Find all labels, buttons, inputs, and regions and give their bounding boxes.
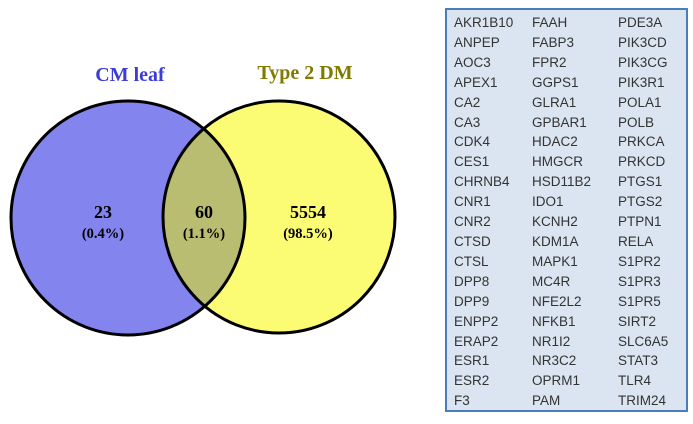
gene-item: PRKCA xyxy=(618,134,665,150)
gene-item: PRKCD xyxy=(618,154,666,170)
gene-item: FABP3 xyxy=(532,34,575,50)
gene-item: CES1 xyxy=(454,154,490,170)
gene-item: IDO1 xyxy=(532,194,564,210)
overlap-count: 60 xyxy=(195,202,213,222)
right-set-label: Type 2 DM xyxy=(257,62,352,84)
gene-item: SIRT2 xyxy=(618,313,657,329)
gene-item: PIK3R1 xyxy=(618,74,665,90)
overlap-percentage: (1.1%) xyxy=(183,226,225,242)
gene-item: GLRA1 xyxy=(532,94,577,110)
gene-item: NR3C2 xyxy=(532,353,577,369)
gene-item: DPP9 xyxy=(454,293,490,309)
gene-item: CA3 xyxy=(454,114,481,130)
gene-item: FAAH xyxy=(532,15,568,30)
gene-item: OPRM1 xyxy=(532,373,581,389)
gene-item: FPR2 xyxy=(532,54,567,70)
gene-item: TLR4 xyxy=(618,373,652,389)
gene-item: STAT3 xyxy=(618,353,659,369)
gene-item: GPBAR1 xyxy=(532,114,587,130)
gene-item: MAPK1 xyxy=(532,253,578,269)
gene-item: POLA1 xyxy=(618,94,662,110)
gene-item: APEX1 xyxy=(454,74,498,90)
gene-item: ENPP2 xyxy=(454,313,499,329)
gene-item: CHRNB4 xyxy=(454,174,510,190)
gene-item: HSD11B2 xyxy=(532,174,592,190)
gene-item: CNR2 xyxy=(454,214,491,230)
venn-diagram: CM leaf Type 2 DM 23 (0.4%) 60 (1.1%) 55… xyxy=(9,62,397,337)
gene-item: KDM1A xyxy=(532,233,579,249)
gene-item: S1PR3 xyxy=(618,273,661,289)
gene-item: RELA xyxy=(618,233,654,249)
gene-item: DPP8 xyxy=(454,273,490,289)
left-percentage: (0.4%) xyxy=(82,226,124,242)
gene-item: NFKB1 xyxy=(532,313,576,329)
gene-item: PDE3A xyxy=(618,15,663,30)
gene-item: TRIM24 xyxy=(618,393,667,409)
gene-item: AKR1B10 xyxy=(454,15,514,30)
gene-item: CNR1 xyxy=(454,194,491,210)
left-set-label: CM leaf xyxy=(95,64,165,86)
venn-left-outline xyxy=(9,99,247,337)
gene-item: PIK3CG xyxy=(618,54,668,70)
gene-item: ESR1 xyxy=(454,353,490,369)
gene-item: ESR2 xyxy=(454,373,490,389)
gene-item: NR1I2 xyxy=(532,333,571,349)
venn-overlap-region xyxy=(163,101,245,333)
gene-item: PTPN1 xyxy=(618,214,662,230)
gene-item: HMGCR xyxy=(532,154,583,170)
gene-item: PAM xyxy=(532,393,561,409)
left-count: 23 xyxy=(94,202,112,222)
gene-item: PTGS1 xyxy=(618,174,663,190)
right-count: 5554 xyxy=(290,202,326,222)
gene-item: GGPS1 xyxy=(532,74,579,90)
gene-item: NFE2L2 xyxy=(532,293,582,309)
gene-item: CDK4 xyxy=(454,134,491,150)
gene-item: CTSL xyxy=(454,253,489,269)
gene-item: F3 xyxy=(454,393,470,409)
gene-item: PIK3CD xyxy=(618,34,667,50)
gene-item: PTGS2 xyxy=(618,194,663,210)
right-percentage: (98.5%) xyxy=(283,226,333,242)
gene-item: S1PR2 xyxy=(618,253,661,269)
gene-item: POLB xyxy=(618,114,655,130)
gene-item: HDAC2 xyxy=(532,134,578,150)
gene-item: KCNH2 xyxy=(532,214,578,230)
gene-item: SLC6A5 xyxy=(618,333,669,349)
gene-item: CTSD xyxy=(454,233,491,249)
venn-right-outline xyxy=(161,99,397,335)
gene-item: CA2 xyxy=(454,94,481,110)
gene-item: S1PR5 xyxy=(618,293,661,309)
gene-item: ANPEP xyxy=(454,34,500,50)
gene-item: MC4R xyxy=(532,273,571,289)
gene-item: ERAP2 xyxy=(454,333,499,349)
gene-item: AOC3 xyxy=(454,54,491,70)
